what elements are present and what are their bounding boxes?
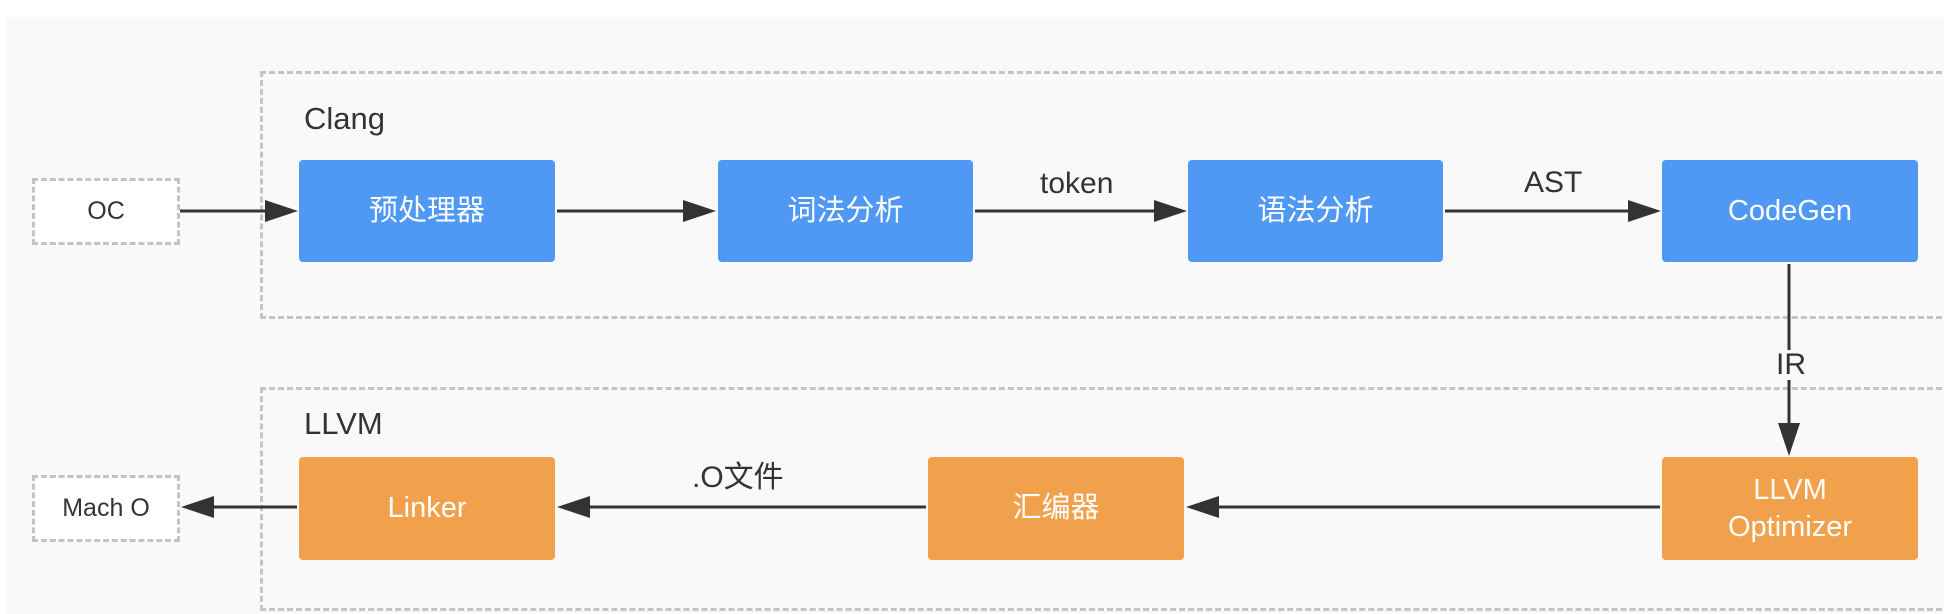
lexer-node: 词法分析 <box>718 160 973 262</box>
edge-label-ir: IR <box>1774 348 1808 381</box>
codegen-label: CodeGen <box>1727 194 1853 227</box>
parser-label: 语法分析 <box>1257 194 1374 227</box>
linker-label: Linker <box>387 492 467 525</box>
optimizer-label-line1: LLVM <box>1753 474 1827 507</box>
clang-group <box>260 71 1944 319</box>
input-oc-node: OC <box>32 178 180 245</box>
preprocessor-node: 预处理器 <box>299 160 555 262</box>
arrowhead-linker-to-macho <box>181 496 214 518</box>
lexer-label: 词法分析 <box>787 194 904 227</box>
codegen-node: CodeGen <box>1662 160 1918 262</box>
llvm-group-label: LLVM <box>304 406 383 441</box>
optimizer-label-line2: Optimizer <box>1727 510 1853 543</box>
arrowhead-parser-to-codegen <box>1628 200 1661 222</box>
arrowhead-assembler-to-linker <box>557 496 590 518</box>
linker-node: Linker <box>299 457 555 560</box>
output-macho-node: Mach O <box>32 475 180 542</box>
output-macho-label: Mach O <box>62 494 150 522</box>
arrowhead-codegen-to-optimizer <box>1778 423 1800 456</box>
arrowhead-preprocessor-to-lexer <box>683 200 716 222</box>
preprocessor-label: 预处理器 <box>368 194 485 227</box>
llvm-group <box>260 387 1944 611</box>
optimizer-node: LLVM Optimizer <box>1662 457 1918 560</box>
arrowhead-oc-to-preprocessor <box>265 200 298 222</box>
edge-label-ast: AST <box>1522 166 1585 199</box>
parser-node: 语法分析 <box>1188 160 1443 262</box>
arrowhead-lexer-to-parser <box>1154 200 1187 222</box>
arrowhead-optimizer-to-assembler <box>1186 496 1219 518</box>
edge-label-token: token <box>1038 167 1116 200</box>
assembler-label: 汇编器 <box>1012 492 1100 525</box>
input-oc-label: OC <box>87 197 125 225</box>
clang-group-label: Clang <box>304 101 385 136</box>
edge-label-object-file: .O文件 <box>690 461 786 494</box>
assembler-node: 汇编器 <box>928 457 1184 560</box>
